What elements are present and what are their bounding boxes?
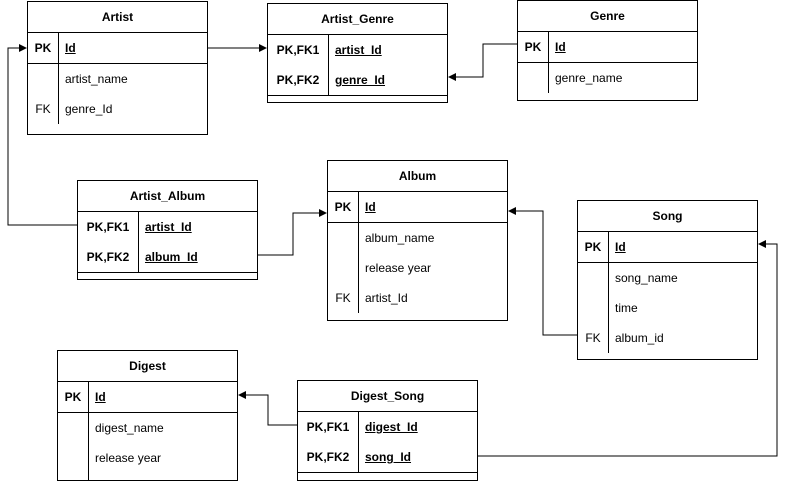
entity-artist-album[interactable]: Artist_Album PK,FK1 artist_Id PK,FK2 album… — [77, 180, 258, 280]
field-id: Id — [365, 200, 376, 214]
connector-genre-to-artist-genre — [448, 43, 517, 81]
field-genre-name: genre_name — [555, 71, 623, 85]
pk-fk1-label: PK,FK1 — [306, 420, 350, 434]
field-id: Id — [615, 240, 626, 254]
pk-label: PK — [64, 390, 82, 404]
entity-title: Digest — [58, 351, 237, 382]
field-genre-id: genre_Id — [335, 73, 386, 87]
field-album-id: album_id — [615, 331, 664, 345]
entity-genre[interactable]: Genre PK Id genre_name — [517, 0, 698, 101]
entity-title: Song — [578, 201, 757, 232]
field-release-year: release year — [365, 261, 432, 275]
pk-fk2-label: PK,FK2 — [276, 73, 320, 87]
field-artist-id: artist_Id — [335, 43, 382, 57]
entity-song[interactable]: Song PK Id song_name time FK album_id — [577, 200, 758, 360]
entity-digest[interactable]: Digest PK Id digest_name release year — [57, 350, 238, 481]
field-id: Id — [555, 40, 566, 54]
pk-label: PK — [34, 41, 52, 55]
entity-title: Artist — [28, 2, 207, 33]
field-album-name: album_name — [365, 231, 435, 245]
entity-title: Digest_Song — [298, 381, 477, 412]
field-release-year: release year — [95, 451, 162, 465]
field-song-id: song_Id — [365, 450, 412, 464]
entity-artist-genre[interactable]: Artist_Genre PK,FK1 artist_Id PK,FK2 genre… — [267, 3, 448, 103]
pk-label: PK — [334, 200, 352, 214]
field-artist-id: artist_Id — [365, 291, 408, 305]
field-album-id: album_Id — [145, 250, 198, 264]
pk-fk1-label: PK,FK1 — [86, 220, 130, 234]
pk-fk2-label: PK,FK2 — [306, 450, 350, 464]
field-digest-name: digest_name — [95, 421, 164, 435]
pk-fk1-label: PK,FK1 — [276, 43, 320, 57]
field-id: Id — [95, 390, 106, 404]
entity-title: Artist_Album — [78, 181, 257, 212]
connector-artist-album-to-album — [258, 209, 327, 256]
field-id: Id — [65, 41, 76, 55]
field-genre-id: genre_Id — [65, 102, 113, 116]
field-time: time — [615, 301, 638, 315]
field-artist-name: artist_name — [65, 72, 128, 86]
connector-digest-song-to-digest — [238, 391, 298, 426]
entity-artist[interactable]: Artist PK Id artist_name FK genre_Id — [27, 1, 208, 135]
field-digest-id: digest_Id — [365, 420, 418, 434]
pk-label: PK — [524, 40, 542, 54]
entity-digest-song[interactable]: Digest_Song PK,FK1 digest_Id PK,FK2 song_I… — [297, 380, 478, 481]
pk-label: PK — [584, 240, 602, 254]
entity-album[interactable]: Album PK Id album_name release year FK art… — [327, 160, 508, 321]
field-artist-id: artist_Id — [145, 220, 192, 234]
fk-label: FK — [35, 102, 51, 116]
fk-label: FK — [335, 291, 351, 305]
entity-title: Artist_Genre — [268, 4, 447, 35]
fk-label: FK — [585, 331, 601, 345]
entity-title: Album — [328, 161, 507, 192]
pk-fk2-label: PK,FK2 — [86, 250, 130, 264]
field-song-name: song_name — [615, 271, 678, 285]
connector-song-to-album — [508, 207, 578, 336]
entity-title: Genre — [518, 1, 697, 32]
